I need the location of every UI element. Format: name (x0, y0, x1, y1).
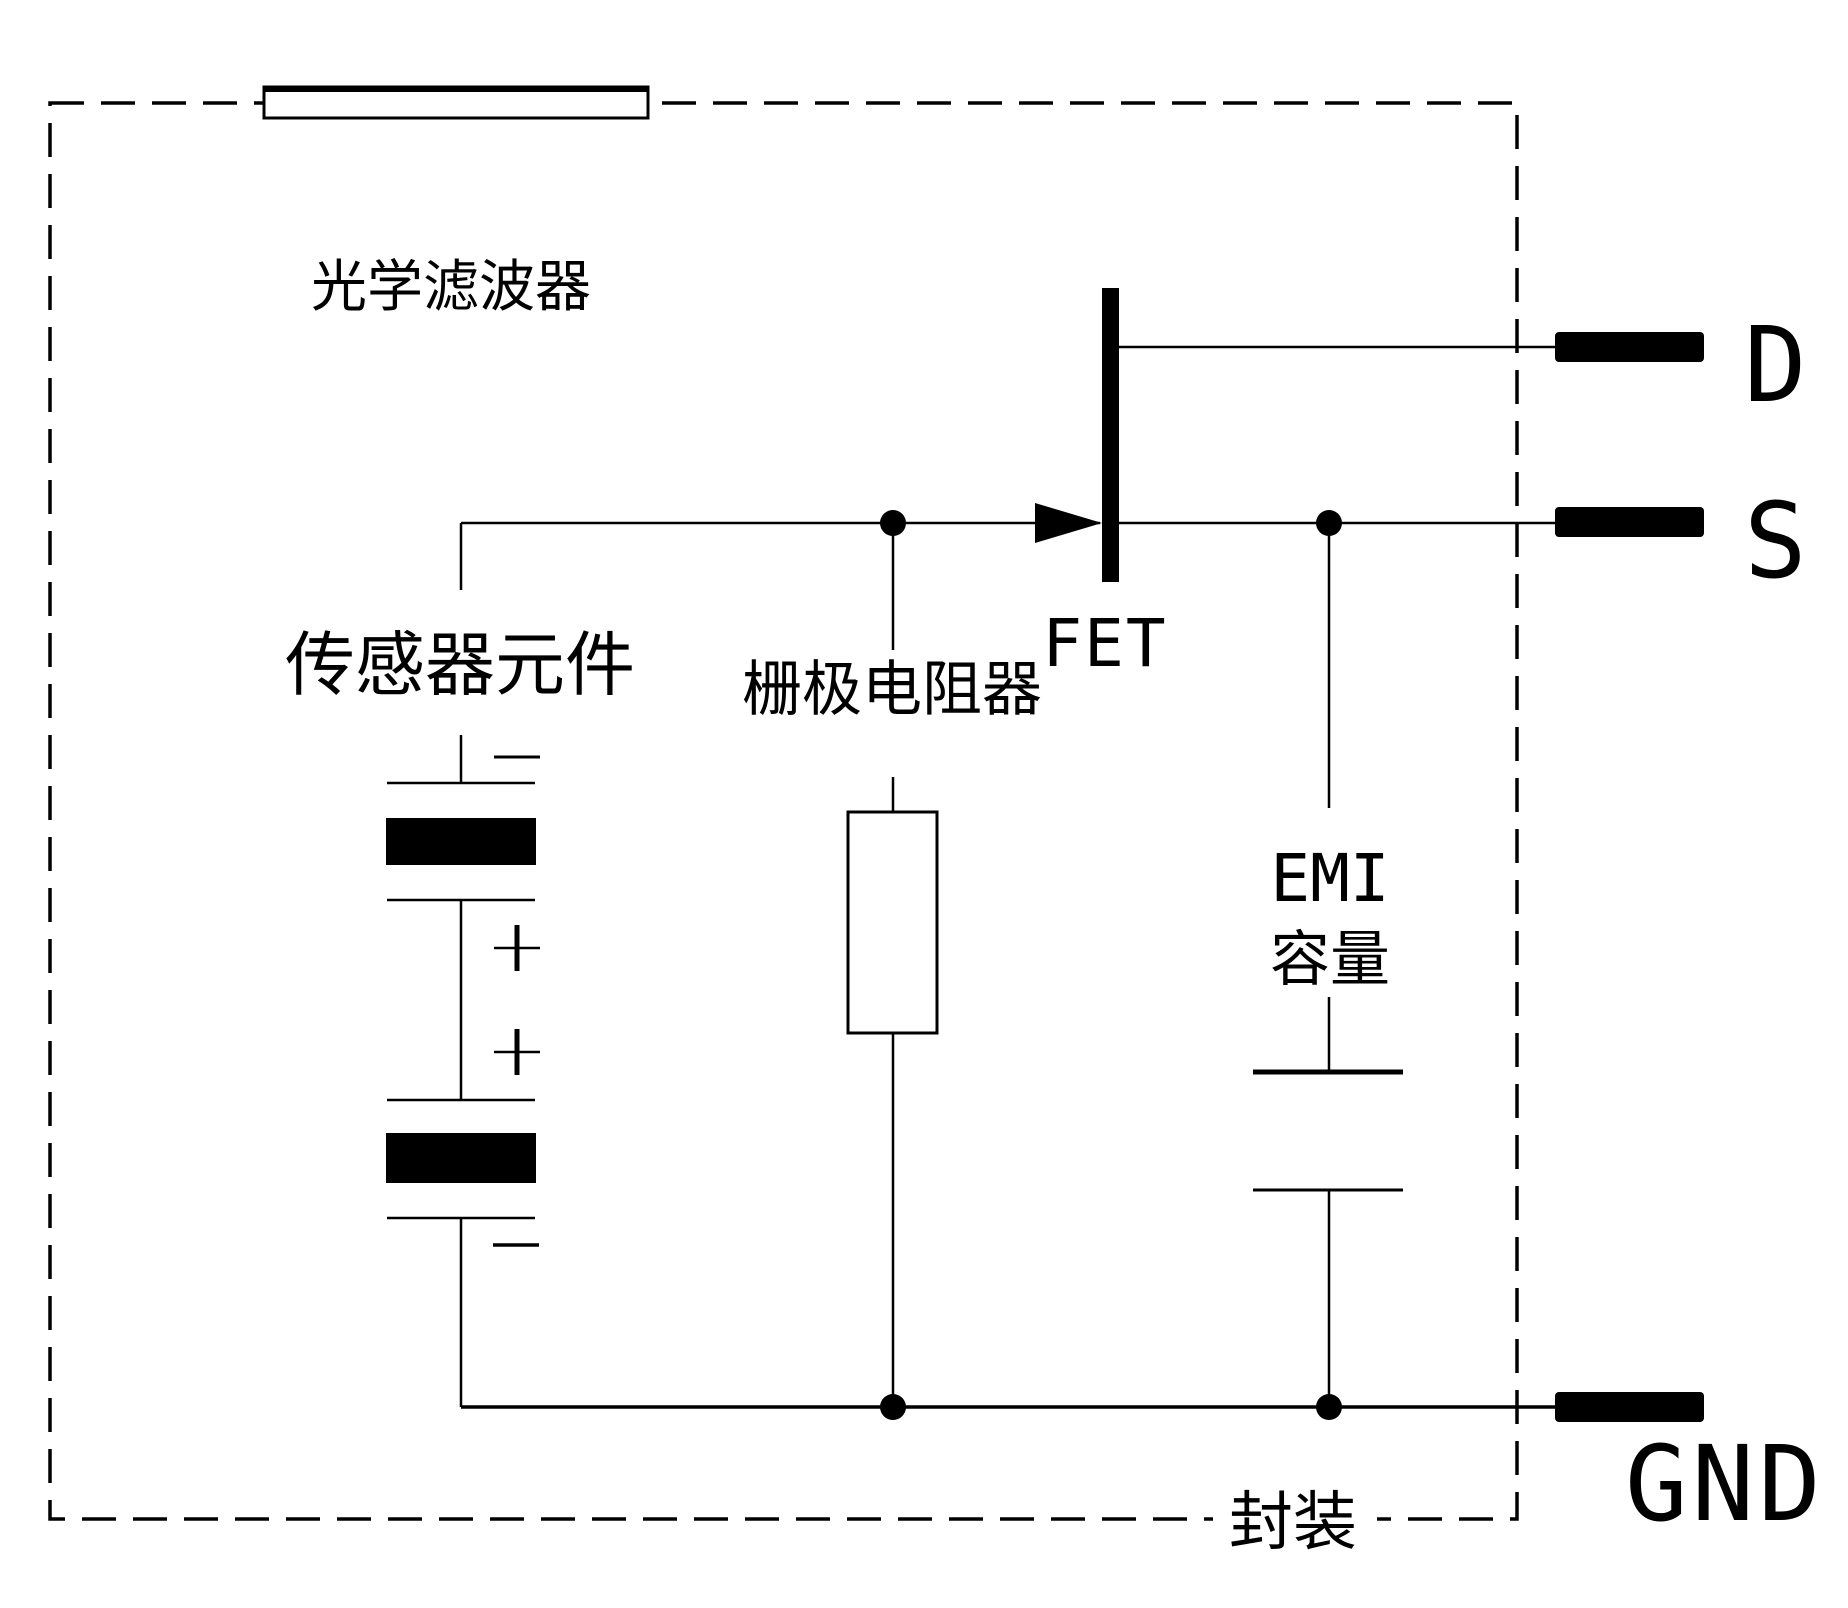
terminal-label-ground: GND (1625, 1423, 1825, 1545)
optical-filter-label: 光学滤波器 (311, 257, 591, 319)
sensor-electrode-bottom (386, 1133, 536, 1183)
emi-label: EMI (1270, 840, 1389, 917)
gate-arrow-icon (1035, 503, 1102, 543)
junction-dot-emi-top (1316, 510, 1342, 536)
optical-filter-body (262, 85, 650, 120)
optical-filter-symbol (262, 85, 650, 120)
package-label: 封装 (1229, 1487, 1357, 1558)
plus-mark-icon-2 (494, 1029, 540, 1075)
package-boundary (48, 101, 1519, 1521)
fet-symbol (1035, 288, 1119, 582)
sensor-element-label: 传感器元件 (285, 628, 635, 705)
sensor-element-symbol (386, 735, 540, 1407)
capacity-label: 容量 (1270, 927, 1390, 993)
terminal-pad-drain (1555, 332, 1704, 362)
terminal-pad-source (1555, 507, 1704, 537)
sensor-electrode-top (386, 818, 536, 865)
emi-capacitor-symbol (1253, 1069, 1403, 1192)
terminal-label-source: S (1744, 480, 1807, 602)
plus-mark-icon-1 (494, 925, 540, 971)
junction-dot-gate-top (880, 510, 906, 536)
terminal-pad-ground (1555, 1392, 1704, 1422)
gate-resistor-label: 栅极电阻器 (742, 657, 1042, 723)
terminal-label-drain: D (1744, 304, 1807, 426)
package-label-backing (1213, 1486, 1377, 1556)
fet-label: FET (1042, 605, 1167, 682)
gate-resistor-body (846, 810, 939, 1035)
fet-channel-bar (1102, 288, 1119, 582)
